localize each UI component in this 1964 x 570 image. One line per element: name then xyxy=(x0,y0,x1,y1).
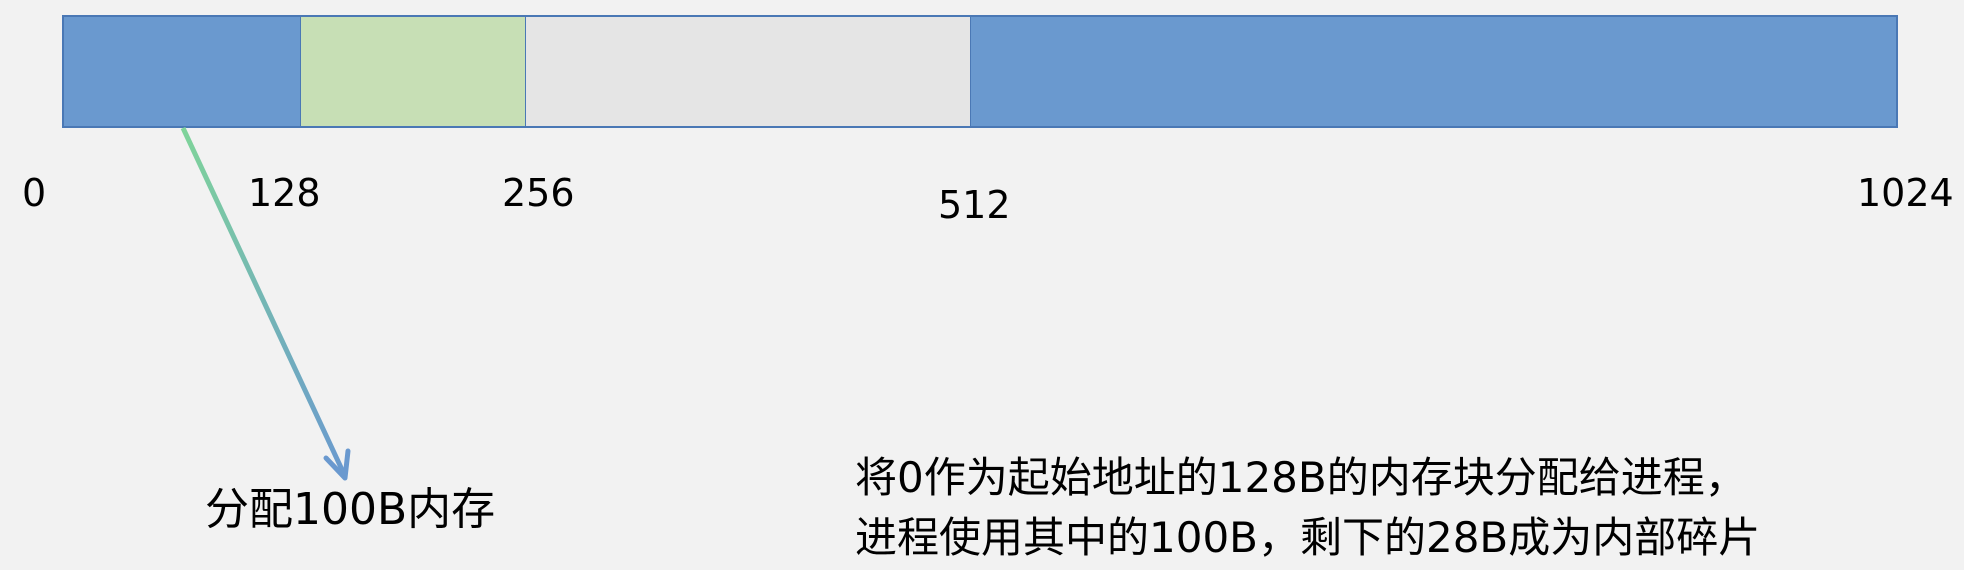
memory-block-512-1024 xyxy=(970,15,1898,128)
tick-label-512: 512 xyxy=(938,183,1011,227)
note-line-1: 将0作为起始地址的128B的内存块分配给进程， xyxy=(855,453,1747,502)
arrow-shaft xyxy=(180,126,347,476)
allocation-label: 分配100B内存 xyxy=(205,484,496,535)
tick-label-256: 256 xyxy=(502,171,575,215)
tick-label-1024: 1024 xyxy=(1857,171,1954,215)
memory-block-256-512 xyxy=(525,15,971,128)
note-line-2: 进程使用其中的100B，剩下的28B成为内部碎片 xyxy=(855,513,1761,562)
memory-block-128-256 xyxy=(300,15,526,128)
fragmentation-note: 将0作为起始地址的128B的内存块分配给进程， 进程使用其中的100B，剩下的2… xyxy=(855,448,1760,568)
arrow-head xyxy=(323,448,351,481)
tick-label-0: 0 xyxy=(22,171,47,215)
tick-label-128: 128 xyxy=(248,171,321,215)
memory-block-0-128 xyxy=(62,15,301,128)
memory-bar xyxy=(62,15,1898,128)
